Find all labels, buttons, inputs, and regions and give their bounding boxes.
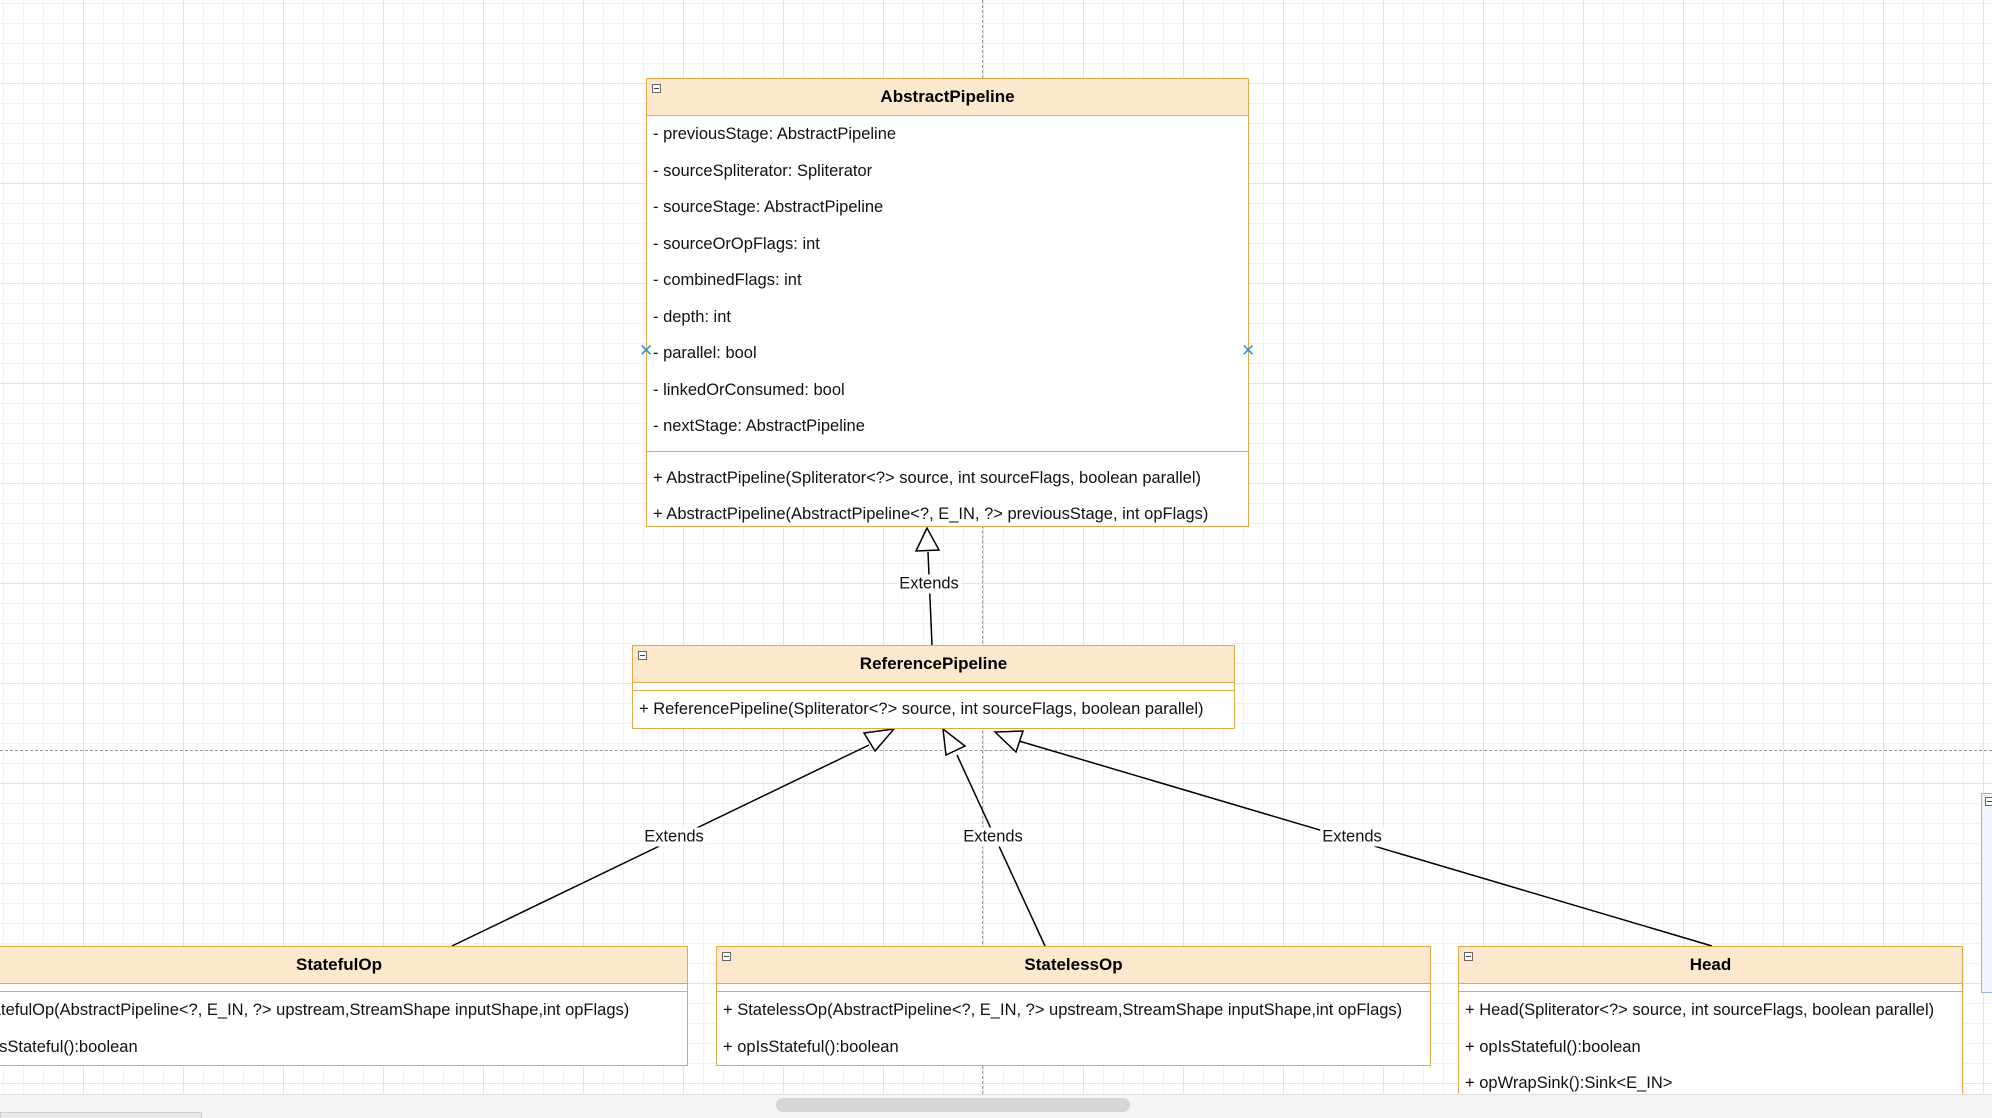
class-method[interactable]: + opIsStateful():boolean — [1465, 1037, 1641, 1056]
selection-handle-icon[interactable]: ✕ — [639, 341, 654, 360]
class-method[interactable]: + Head(Spliterator<?> source, int source… — [1465, 1001, 1935, 1019]
scrollbar-thumb[interactable] — [776, 1098, 1130, 1112]
collapse-icon[interactable] — [1464, 952, 1473, 961]
class-method[interactable]: + opIsStateful():boolean — [723, 1037, 899, 1056]
inheritance-arrowhead-icon — [862, 727, 896, 753]
compartment-divider — [1459, 984, 1962, 992]
page-break-guide-vertical — [982, 0, 983, 1094]
class-header[interactable]: AbstractPipeline — [647, 79, 1248, 116]
class-title: AbstractPipeline — [880, 87, 1015, 106]
class-field[interactable]: - nextStage: AbstractPipeline — [653, 417, 865, 435]
method-list: + Head(Spliterator<?> source, int source… — [1459, 992, 1962, 1102]
edge-label-extends[interactable]: Extends — [961, 827, 1025, 847]
inheritance-arrowhead-icon — [942, 727, 967, 757]
inheritance-arrowhead-icon — [993, 730, 1025, 754]
class-method[interactable]: + StatelessOp(AbstractPipeline<?, E_IN, … — [723, 1001, 1403, 1019]
method-list: + ReferencePipeline(Spliterator<?> sourc… — [633, 691, 1234, 728]
class-abstract-pipeline[interactable]: AbstractPipeline - previousStage: Abstra… — [646, 78, 1249, 527]
compartment-divider — [0, 984, 687, 992]
class-method[interactable]: + opIsStateful():boolean — [0, 1037, 138, 1056]
class-reference-pipeline[interactable]: ReferencePipeline + ReferencePipeline(Sp… — [632, 645, 1235, 729]
collapse-icon[interactable] — [652, 84, 661, 93]
class-field[interactable]: - linkedOrConsumed: bool — [653, 380, 845, 399]
edge-label-extends[interactable]: Extends — [897, 574, 961, 594]
collapse-icon[interactable] — [722, 952, 731, 961]
method-list: + StatelessOp(AbstractPipeline<?, E_IN, … — [717, 992, 1430, 1065]
class-title: StatelessOp — [1024, 955, 1123, 974]
edge-stateless-to-ref — [956, 754, 1046, 947]
class-field[interactable]: - sourceOrOpFlags: int — [653, 234, 820, 253]
selection-handle-icon[interactable]: ✕ — [1241, 341, 1256, 360]
compartment-divider — [717, 984, 1430, 992]
class-method[interactable]: + AbstractPipeline(Spliterator<?> source… — [653, 468, 1202, 487]
class-header[interactable]: Head — [1459, 947, 1962, 984]
collapse-icon[interactable] — [638, 651, 647, 660]
class-title: StatefulOp — [296, 955, 382, 974]
edge-ref-to-abstract — [927, 551, 933, 646]
class-field[interactable]: - depth: int — [653, 307, 731, 326]
class-head[interactable]: Head + Head(Spliterator<?> source, int s… — [1458, 946, 1963, 1106]
class-method[interactable]: + AbstractPipeline(AbstractPipeline<?, E… — [653, 505, 1209, 523]
field-list: - previousStage: AbstractPipeline - sour… — [647, 116, 1248, 445]
edge-label-extends[interactable]: Extends — [642, 827, 706, 847]
class-method[interactable]: + StatefulOp(AbstractPipeline<?, E_IN, ?… — [0, 1001, 630, 1019]
edge-label-extends[interactable]: Extends — [1320, 827, 1384, 847]
collapse-icon[interactable] — [1985, 797, 1992, 806]
page-break-guide-horizontal — [0, 750, 1992, 751]
compartment-divider — [633, 683, 1234, 691]
class-title: Head — [1689, 955, 1732, 974]
class-header[interactable]: ReferencePipeline — [633, 646, 1234, 683]
class-method[interactable]: + ReferencePipeline(Spliterator<?> sourc… — [639, 700, 1204, 718]
class-stateless-op[interactable]: StatelessOp + StatelessOp(AbstractPipeli… — [716, 946, 1431, 1066]
class-header[interactable]: StatefulOp — [0, 947, 687, 984]
class-stateful-op[interactable]: StatefulOp + StatefulOp(AbstractPipeline… — [0, 946, 688, 1066]
method-list: + StatefulOp(AbstractPipeline<?, E_IN, ?… — [0, 992, 687, 1065]
class-field[interactable]: - sourceSpliterator: Spliterator — [653, 161, 873, 180]
offscreen-class-edge[interactable] — [1981, 793, 1992, 993]
class-field[interactable]: - combinedFlags: int — [653, 271, 802, 289]
compartment-divider — [647, 450, 1248, 452]
class-field[interactable]: - sourceStage: AbstractPipeline — [653, 198, 884, 216]
inheritance-arrowhead-icon — [914, 526, 941, 552]
page-tab[interactable] — [0, 1112, 202, 1118]
class-field[interactable]: - parallel: bool — [653, 344, 757, 362]
class-method[interactable]: + opWrapSink():Sink<E_IN> — [1465, 1074, 1673, 1092]
method-list: + AbstractPipeline(Spliterator<?> source… — [647, 460, 1248, 533]
class-field[interactable]: - previousStage: AbstractPipeline — [653, 125, 897, 143]
class-title: ReferencePipeline — [859, 654, 1008, 673]
class-header[interactable]: StatelessOp — [717, 947, 1430, 984]
